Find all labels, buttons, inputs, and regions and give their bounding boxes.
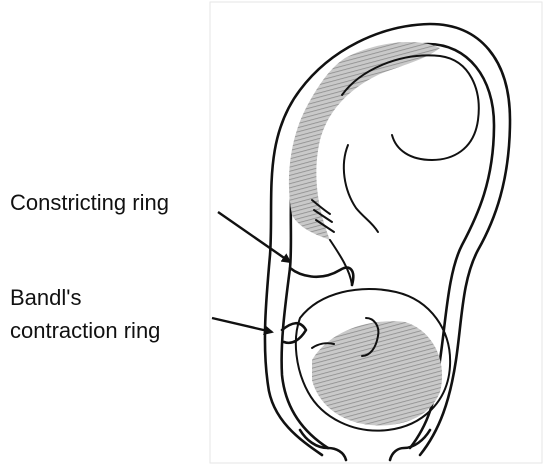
bandls-ring-label-line2: contraction ring (10, 318, 160, 343)
bandls-ring-label-line1: Bandl's (10, 285, 81, 310)
constricting-ring-label: Constricting ring (10, 190, 169, 215)
